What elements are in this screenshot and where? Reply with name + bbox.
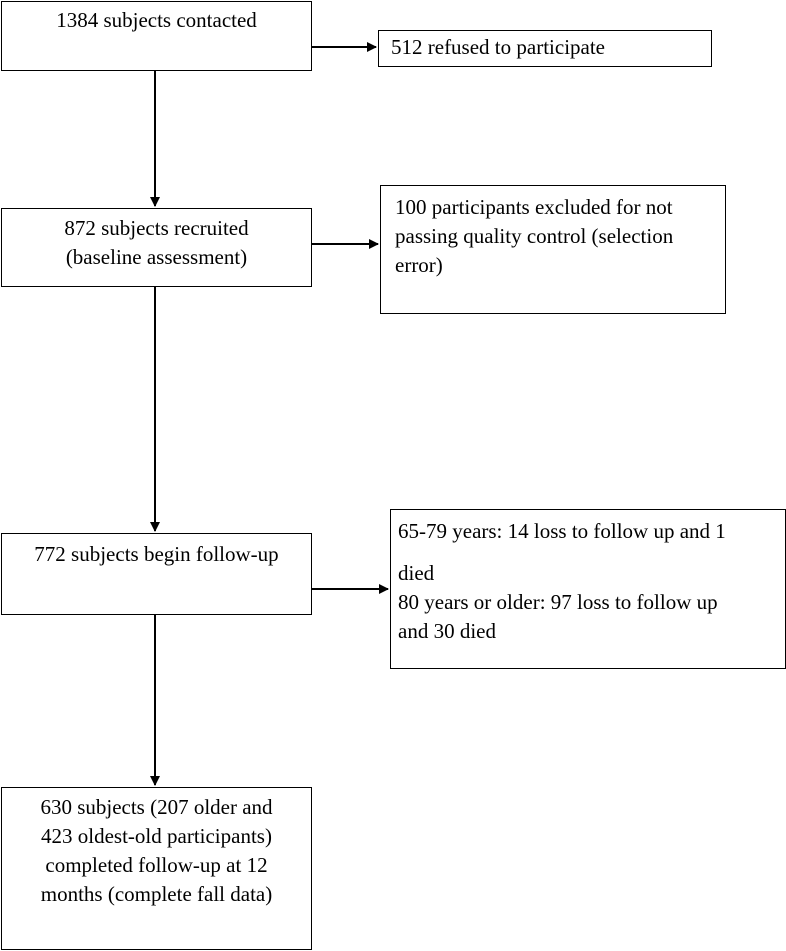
loss-group1-line2: died (398, 561, 435, 585)
contacted-text: 1384 subjects contacted (56, 8, 257, 32)
loss-group2-line1: 80 years or older: 97 loss to follow up (398, 590, 718, 614)
refused-box: 512 refused to participate (378, 30, 712, 67)
completed-box: 630 subjects (207 older and 423 oldest-o… (1, 787, 312, 950)
recruited-text-line1: 872 subjects recruited (64, 216, 249, 240)
excluded-box: 100 participants excluded for not passin… (380, 185, 726, 314)
followup-text: 772 subjects begin follow-up (34, 542, 279, 566)
excluded-text-line3: error) (395, 253, 443, 277)
completed-text-line1: 630 subjects (207 older and (40, 795, 273, 819)
loss-group2-line2: and 30 died (398, 619, 496, 643)
loss-to-followup-box: 65-79 years: 14 loss to follow up and 1 … (390, 509, 786, 669)
excluded-text-line2: passing quality control (selection (395, 224, 674, 248)
recruited-box: 872 subjects recruited (baseline assessm… (1, 208, 312, 287)
completed-text-line2: 423 oldest-old participants) (41, 824, 272, 848)
followup-box: 772 subjects begin follow-up (1, 533, 312, 615)
completed-text-line3: completed follow-up at 12 (45, 853, 268, 877)
loss-group-65-79: 65-79 years: 14 loss to follow up and 1 … (398, 517, 779, 588)
refused-text: 512 refused to participate (391, 35, 605, 59)
excluded-text-line1: 100 participants excluded for not (395, 195, 673, 219)
recruited-text-line2: (baseline assessment) (65, 245, 248, 269)
completed-text-line4: months (complete fall data) (40, 882, 273, 906)
contacted-box: 1384 subjects contacted (1, 1, 312, 71)
loss-group1-line1: 65-79 years: 14 loss to follow up and 1 (398, 519, 726, 543)
